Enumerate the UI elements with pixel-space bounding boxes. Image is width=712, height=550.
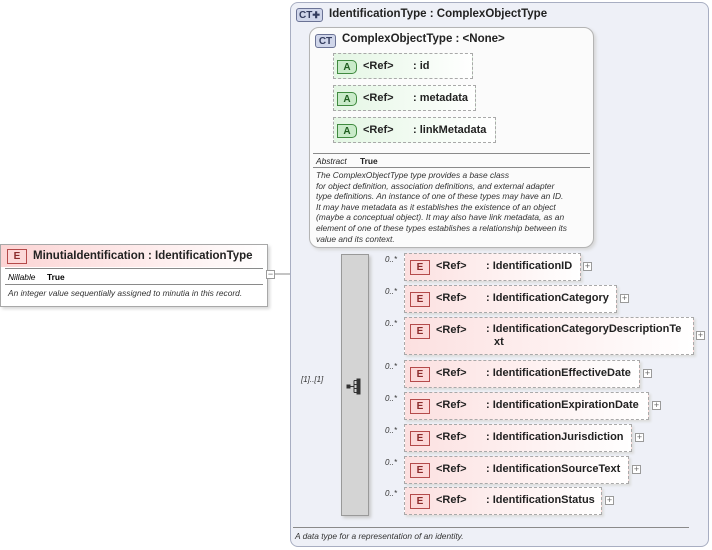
attribute-name: : linkMetadata (413, 124, 487, 136)
element-identification-expiration-date[interactable]: E <Ref> : IdentificationExpirationDate (404, 392, 649, 420)
element-ref: <Ref> (436, 292, 467, 304)
attribute-name: : metadata (413, 92, 469, 104)
element-identification-effective-date[interactable]: E <Ref> : IdentificationEffectiveDate (404, 360, 640, 388)
complex-object-type-doc: The ComplexObjectType type provides a ba… (316, 170, 567, 244)
element-badge: E (410, 260, 430, 275)
doc-line: type definitions. An instance of one of … (316, 191, 564, 202)
element-badge: E (410, 431, 430, 446)
doc-line: The ComplexObjectType type provides a ba… (316, 170, 510, 180)
sequence-icon (346, 378, 361, 395)
element-name: : IdentificationEffectiveDate (486, 367, 631, 379)
abstract-value: True (360, 156, 378, 166)
attribute-badge: A (337, 124, 357, 138)
outer-doc-separator (293, 527, 689, 528)
element-identification-jurisdiction[interactable]: E <Ref> : IdentificationJurisdiction (404, 424, 632, 452)
element-ref: <Ref> (436, 399, 467, 411)
element-name-line: : IdentificationCategoryDescriptionTe (486, 323, 682, 335)
element-name: : IdentificationJurisdiction (486, 431, 624, 443)
expand-button[interactable]: + (632, 464, 641, 474)
element-header (1, 245, 267, 267)
element-cardinality: 0..* (385, 287, 398, 296)
element-name: : IdentificationCategory (486, 292, 609, 304)
element-badge: E (410, 494, 430, 509)
element-name: : IdentificationSourceText (486, 463, 621, 475)
complex-object-type-title: ComplexObjectType : <None> (342, 33, 505, 45)
complex-type-badge-label: CT (299, 10, 313, 21)
inner-doc-separator (313, 167, 590, 168)
element-name: : IdentificationCategoryDescriptionTe xt (486, 323, 681, 349)
element-cardinality: 0..* (385, 458, 398, 467)
expand-button[interactable]: + (620, 293, 629, 303)
collapse-button[interactable]: − (266, 269, 275, 279)
element-ref: <Ref> (436, 324, 467, 336)
expand-button[interactable]: + (696, 330, 705, 340)
attribute-id[interactable]: A <Ref> : id (333, 53, 473, 79)
doc-line: It may have metadata as it establishes t… (316, 201, 556, 212)
nillable-label: Nillable (8, 272, 36, 282)
element-doc: An integer value sequentially assigned t… (8, 288, 243, 298)
element-cardinality: 0..* (385, 255, 398, 264)
element-badge: E (410, 399, 430, 414)
sequence-compositor[interactable] (341, 254, 369, 516)
element-ref: <Ref> (436, 260, 467, 272)
element-ref: <Ref> (436, 367, 467, 379)
element-ref: <Ref> (436, 494, 467, 506)
attribute-badge: A (337, 92, 357, 106)
element-badge: E (410, 367, 430, 382)
element-identification-id[interactable]: E <Ref> : IdentificationID (404, 253, 581, 281)
element-badge: E (410, 292, 430, 307)
attribute-ref: <Ref> (363, 92, 394, 104)
element-doc-separator (5, 284, 263, 285)
attribute-badge: A (337, 60, 357, 74)
doc-line: value and its context. (316, 233, 395, 244)
element-title: MinutiaIdentification : IdentificationTy… (33, 250, 253, 262)
complex-type-badge: CT (315, 34, 336, 48)
expand-button[interactable]: + (583, 261, 592, 271)
doc-line: element of one of these types establishe… (316, 222, 567, 233)
minutia-identification-element[interactable]: E MinutiaIdentification : Identification… (0, 244, 268, 307)
inner-properties-separator (313, 153, 590, 154)
element-name-line: xt (494, 336, 504, 348)
element-badge: E (410, 324, 430, 339)
element-ref: <Ref> (436, 431, 467, 443)
expand-button[interactable]: + (652, 400, 661, 410)
element-separator (5, 268, 263, 269)
element-identification-category[interactable]: E <Ref> : IdentificationCategory (404, 285, 617, 313)
element-cardinality: 0..* (385, 489, 398, 498)
nillable-value: True (47, 272, 65, 282)
element-badge: E (410, 463, 430, 478)
identification-type-title: IdentificationType : ComplexObjectType (329, 8, 548, 20)
element-cardinality: 0..* (385, 426, 398, 435)
doc-line: (maybe a conceptual object). It may also… (316, 212, 565, 223)
element-ref: <Ref> (436, 463, 467, 475)
element-name: : IdentificationExpirationDate (486, 399, 639, 411)
attribute-name: : id (413, 60, 430, 72)
element-name: : IdentificationID (486, 260, 573, 272)
attribute-ref: <Ref> (363, 60, 394, 72)
element-badge: E (7, 249, 27, 264)
element-name: : IdentificationStatus (486, 494, 595, 506)
doc-line: for object definition, association defin… (316, 180, 555, 191)
expand-button[interactable]: + (643, 368, 652, 378)
element-identification-source-text[interactable]: E <Ref> : IdentificationSourceText (404, 456, 629, 484)
element-cardinality: 0..* (385, 394, 398, 403)
element-cardinality: 0..* (385, 319, 398, 328)
expand-button[interactable]: + (635, 432, 644, 442)
attribute-ref: <Ref> (363, 124, 394, 136)
extension-icon: ✚ (312, 10, 320, 20)
identification-type-doc: A data type for a representation of an i… (295, 531, 464, 541)
attribute-link-metadata[interactable]: A <Ref> : linkMetadata (333, 117, 496, 143)
abstract-label: Abstract (316, 156, 347, 166)
expand-button[interactable]: + (605, 495, 614, 505)
element-cardinality: 0..* (385, 362, 398, 371)
element-identification-category-description-text[interactable]: E <Ref> : IdentificationCategoryDescript… (404, 317, 694, 355)
sequence-cardinality: [1]..[1] (301, 375, 324, 384)
complex-type-badge: CT✚ (296, 8, 323, 22)
attribute-metadata[interactable]: A <Ref> : metadata (333, 85, 476, 111)
element-identification-status[interactable]: E <Ref> : IdentificationStatus (404, 487, 602, 515)
